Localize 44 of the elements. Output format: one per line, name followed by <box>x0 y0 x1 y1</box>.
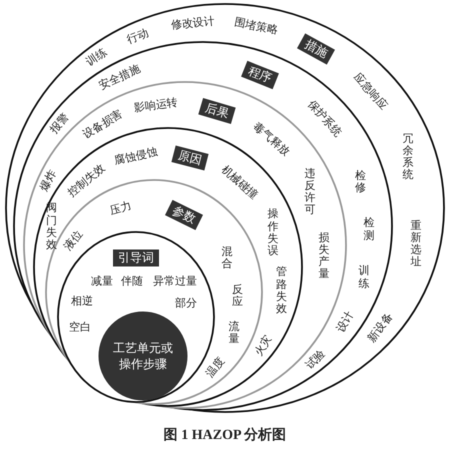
item-label: 行动 <box>124 27 150 48</box>
item-label: 操作失误 <box>268 208 279 257</box>
item-label: 爆炸 <box>38 168 60 194</box>
figure-caption: 图 1 HAZOP 分析图 <box>162 426 288 444</box>
item-label: 报警 <box>48 111 72 137</box>
item-label: 检修 <box>354 170 366 194</box>
item-label: 部分 <box>175 298 197 310</box>
item-label: 控制失效 <box>65 162 108 200</box>
item-label: 温度 <box>204 355 228 380</box>
item-label: 空白 <box>69 322 91 334</box>
ring-ellipse <box>5 3 445 413</box>
item-label: 混合 <box>222 246 233 270</box>
item-label: 火灾 <box>252 333 275 359</box>
item-label: 新设备 <box>366 311 396 346</box>
category-heading: 引导词 <box>113 250 159 266</box>
item-label: 冗余系统 <box>402 132 414 182</box>
item-label: 压力 <box>108 200 134 219</box>
item-label: 违反许可 <box>304 168 316 216</box>
item-label: 伴随 <box>121 276 143 288</box>
process-circle <box>98 311 188 401</box>
item-label: 损失产量 <box>318 232 330 280</box>
item-label: 试验 <box>303 348 328 373</box>
item-label: 影响运转 <box>133 96 179 116</box>
item-label: 应急响应 <box>350 72 390 114</box>
item-label: 腐蚀侵蚀 <box>112 146 159 168</box>
item-label: 减量 <box>91 276 113 288</box>
item-label: 液位 <box>62 228 86 254</box>
item-label: 保护系统 <box>304 98 344 140</box>
item-label: 重新选址 <box>410 220 422 268</box>
item-label: 相逆 <box>71 296 93 308</box>
circle-label: 工艺单元或操作步骤 <box>112 340 174 372</box>
item-label: 流量 <box>228 321 240 346</box>
item-label: 检测 <box>363 217 374 242</box>
item-label: 阀门失效 <box>46 202 57 251</box>
item-label: 围堵策略 <box>234 16 280 38</box>
item-label: 毒气释放 <box>250 121 292 160</box>
item-label: 修改设计 <box>170 15 216 33</box>
item-label: 设计 <box>334 309 357 336</box>
item-label: 训练 <box>358 265 370 290</box>
item-label: 管路失效 <box>276 266 288 315</box>
item-label: 机械碰撞 <box>218 164 260 203</box>
item-label: 异常过量 <box>153 276 197 288</box>
item-label: 反应 <box>232 284 244 308</box>
item-label: 设备损害 <box>80 108 125 142</box>
